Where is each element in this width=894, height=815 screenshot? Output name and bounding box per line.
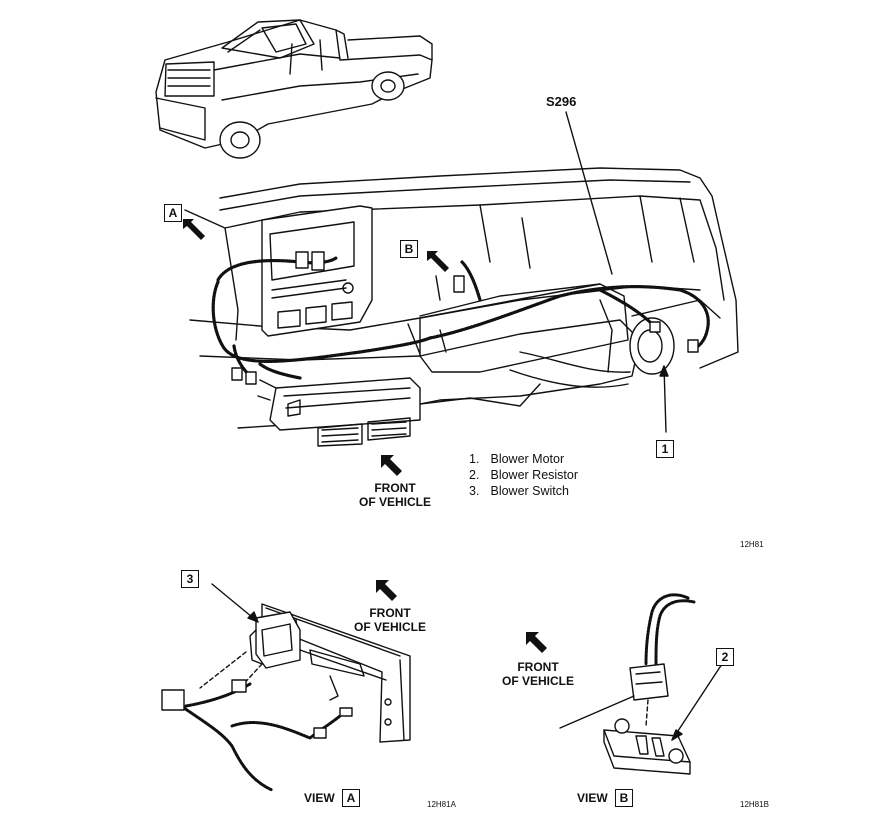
figure-code-main: 12H81 xyxy=(740,540,764,549)
callout-b-box: B xyxy=(400,240,418,258)
view-a-illustration xyxy=(161,583,411,792)
figure-code-view-a: 12H81A xyxy=(427,800,456,809)
callout-1-leader xyxy=(663,365,667,433)
harness-connectors xyxy=(231,251,699,385)
s296-leader-line xyxy=(565,111,613,275)
front-of-vehicle-view-b: FRONT OF VEHICLE xyxy=(483,660,593,688)
legend-item: 2. Blower Resistor xyxy=(469,468,579,482)
view-b-letter-box: B xyxy=(615,789,634,807)
front-arrows xyxy=(376,455,547,653)
front-line2: OF VEHICLE xyxy=(353,620,426,634)
component-legend: 1. Blower Motor 2. Blower Resistor 3. Bl… xyxy=(469,451,578,499)
s296-splice-label: S296 xyxy=(546,94,577,109)
front-of-vehicle-view-a: FRONT OF VEHICLE xyxy=(335,606,445,634)
pickup-truck-illustration xyxy=(155,19,433,159)
front-line1: FRONT xyxy=(517,660,559,674)
front-line2: OF VEHICLE xyxy=(358,495,431,509)
front-line2: OF VEHICLE xyxy=(501,674,574,688)
view-arrows xyxy=(183,219,449,272)
figure-code-view-b: 12H81B xyxy=(740,800,769,809)
callout-3-box: 3 xyxy=(181,570,199,588)
legend-item: 1. Blower Motor xyxy=(469,452,565,466)
callout-2-box: 2 xyxy=(716,648,734,666)
callout-1-box: 1 xyxy=(656,440,674,458)
legend-item: 3. Blower Switch xyxy=(469,484,569,498)
view-b-illustration xyxy=(559,593,723,775)
view-b-caption: VIEW B xyxy=(577,789,634,807)
view-a-letter-box: A xyxy=(342,789,361,807)
front-of-vehicle-main: FRONT OF VEHICLE xyxy=(340,481,450,509)
view-a-caption: VIEW A xyxy=(304,789,361,807)
callout-a-box: A xyxy=(164,204,182,222)
instrument-panel-illustration xyxy=(184,167,739,447)
front-line1: FRONT xyxy=(369,606,411,620)
front-line1: FRONT xyxy=(374,481,416,495)
